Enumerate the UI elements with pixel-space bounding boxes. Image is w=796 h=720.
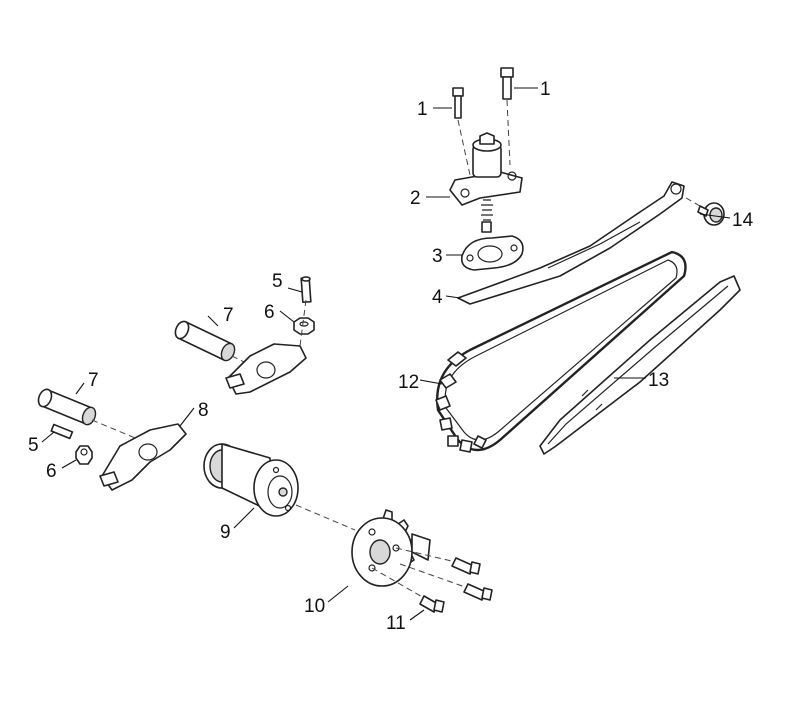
part-8-rocker-arm-upper	[225, 299, 307, 395]
part-1-bolt-left	[452, 87, 471, 176]
callout-labels: 1 1 2 3 4 5 6 7 7 8 5 6 9 10 11 12 13 14	[28, 79, 754, 634]
part-6-lock-nut-upper	[293, 317, 315, 335]
callout-3: 3	[432, 246, 443, 267]
part-7-rocker-shaft-upper	[174, 320, 261, 371]
part-11-sprocket-bolts	[371, 547, 493, 613]
callout-6-lower: 6	[46, 461, 57, 482]
part-5-adjust-screw-lower	[50, 423, 74, 440]
callout-4: 4	[432, 287, 443, 308]
callout-5-lower: 5	[28, 435, 39, 456]
part-6-lock-nut-lower	[75, 445, 93, 465]
part-3-gasket	[460, 235, 524, 271]
part-8-rocker-arm-lower	[99, 423, 187, 491]
part-9-camshaft	[203, 443, 356, 531]
part-14-pivot-bolt	[685, 197, 725, 226]
callout-14: 14	[732, 210, 754, 231]
callout-7-upper: 7	[223, 305, 234, 326]
callout-7-lower: 7	[88, 370, 99, 391]
leader-lines	[41, 87, 731, 621]
callout-6-upper: 6	[264, 302, 275, 323]
callout-1-right: 1	[540, 79, 551, 100]
callout-5-upper: 5	[272, 271, 283, 292]
part-7-rocker-shaft-lower	[37, 388, 141, 441]
callout-11: 11	[386, 613, 406, 634]
part-10-cam-sprocket	[351, 509, 431, 587]
part-13-chain-guide	[539, 275, 741, 455]
part-12-cam-chain	[435, 250, 687, 453]
callout-9: 9	[220, 522, 231, 543]
part-5-adjust-screw-upper	[300, 276, 312, 304]
part-4-tensioner-guide	[457, 181, 685, 305]
callout-12: 12	[398, 372, 419, 393]
callout-10: 10	[304, 596, 325, 617]
part-1-bolt-right	[500, 67, 514, 166]
callout-8: 8	[198, 400, 209, 421]
callout-2: 2	[410, 188, 421, 209]
callout-1-left: 1	[417, 99, 428, 120]
callout-13: 13	[648, 370, 669, 391]
part-2-tensioner	[449, 132, 523, 233]
